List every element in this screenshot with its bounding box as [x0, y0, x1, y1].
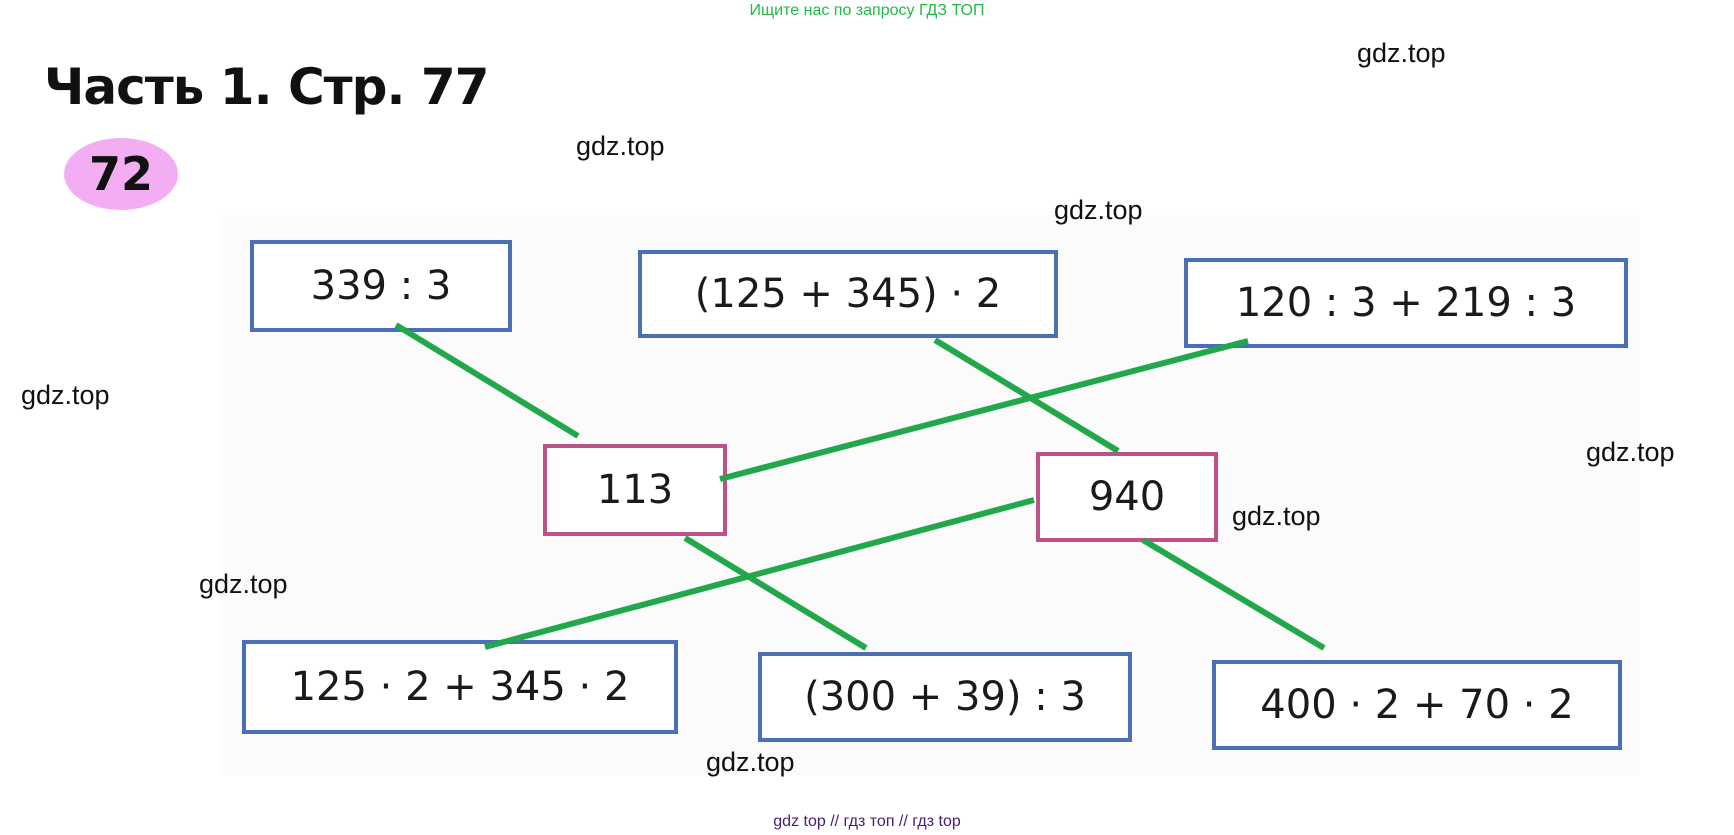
expression-box-top-middle: (125 + 345) · 2 [638, 250, 1058, 338]
watermark: gdz.top [1586, 437, 1675, 467]
watermark: gdz.top [576, 131, 665, 161]
result-box-113: 113 [543, 444, 727, 536]
watermark: gdz.top [1232, 501, 1321, 531]
page-title: Часть 1. Стр. 77 [44, 58, 489, 116]
task-number-badge: 72 [64, 138, 178, 210]
watermark: gdz.top [199, 569, 288, 599]
watermark: gdz.top [1054, 195, 1143, 225]
watermark: gdz.top [1357, 38, 1446, 68]
expression-box-bottom-middle: (300 + 39) : 3 [758, 652, 1132, 742]
search-banner: Ищите нас по запросу ГДЗ ТОП [749, 2, 985, 19]
watermark: gdz.top [706, 747, 795, 777]
expression-box-bottom-right: 400 · 2 + 70 · 2 [1212, 660, 1622, 750]
expression-box-top-right: 120 : 3 + 219 : 3 [1184, 258, 1628, 348]
watermark: gdz.top [21, 380, 110, 410]
expression-box-bottom-left: 125 · 2 + 345 · 2 [242, 640, 678, 734]
footer-links: gdz top // гдз топ // гдз top [773, 813, 961, 830]
result-box-940: 940 [1036, 452, 1218, 542]
expression-box-top-left: 339 : 3 [250, 240, 512, 332]
